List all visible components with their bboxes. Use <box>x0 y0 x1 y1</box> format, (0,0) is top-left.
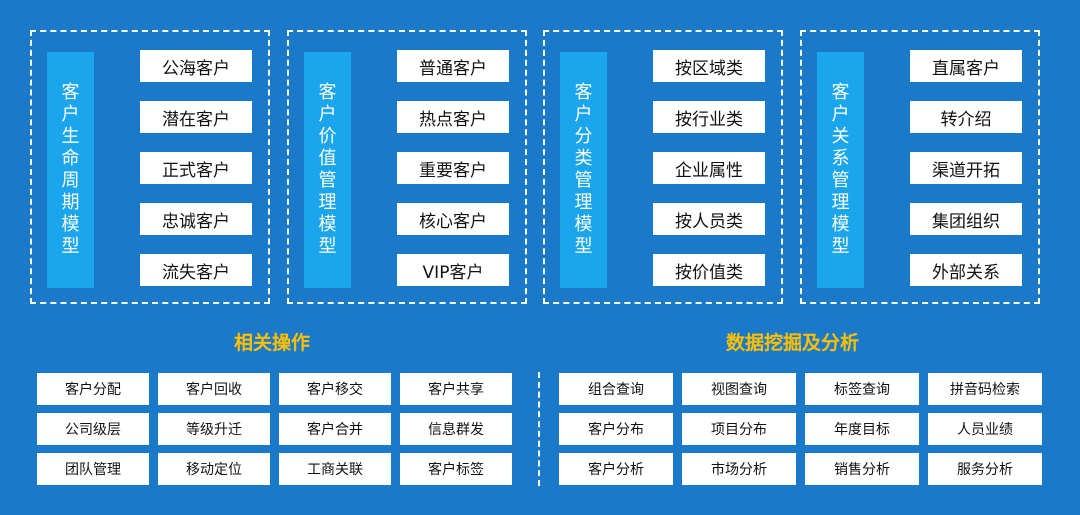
analysis-button[interactable]: 客户分析 <box>559 453 673 485</box>
analysis-button[interactable]: 标签查询 <box>805 373 919 405</box>
operation-button[interactable]: 客户回收 <box>158 373 270 405</box>
operation-button[interactable]: 移动定位 <box>158 453 270 485</box>
operation-button[interactable]: 等级升迁 <box>158 413 270 445</box>
model-item[interactable]: 按价值类 <box>653 254 765 286</box>
model-item[interactable]: 忠诚客户 <box>140 203 252 235</box>
panel-title: 客户分类管理模型 <box>574 82 593 257</box>
panel-title-box: 客户价值管理模型 <box>304 52 351 288</box>
analysis-button[interactable]: 人员业绩 <box>928 413 1042 445</box>
model-item[interactable]: 外部关系 <box>910 254 1022 286</box>
operation-button[interactable]: 客户共享 <box>400 373 512 405</box>
model-item[interactable]: 按人员类 <box>653 203 765 235</box>
model-item[interactable]: 普通客户 <box>397 50 509 82</box>
model-item[interactable]: 按区域类 <box>653 50 765 82</box>
analysis-button[interactable]: 项目分布 <box>682 413 796 445</box>
operation-button[interactable]: 工商关联 <box>279 453 391 485</box>
analysis-button[interactable]: 年度目标 <box>805 413 919 445</box>
model-item[interactable]: 直属客户 <box>910 50 1022 82</box>
model-item[interactable]: 正式客户 <box>140 152 252 184</box>
operations-grid: 客户分配 客户回收 客户移交 客户共享 公司级层 等级升迁 客户合并 信息群发 … <box>37 373 512 485</box>
analysis-button[interactable]: 市场分析 <box>682 453 796 485</box>
panel-title-box: 客户分类管理模型 <box>560 52 607 288</box>
analysis-button[interactable]: 客户分布 <box>559 413 673 445</box>
model-item[interactable]: 渠道开拓 <box>910 152 1022 184</box>
operation-button[interactable]: 客户分配 <box>37 373 149 405</box>
analysis-button[interactable]: 拼音码检索 <box>928 373 1042 405</box>
section-divider <box>538 372 540 486</box>
panel-lifecycle: 客户生命周期模型 公海客户 潜在客户 正式客户 忠诚客户 流失客户 <box>30 30 270 304</box>
model-item[interactable]: 流失客户 <box>140 254 252 286</box>
operation-button[interactable]: 客户标签 <box>400 453 512 485</box>
operation-button[interactable]: 信息群发 <box>400 413 512 445</box>
panel-title: 客户生命周期模型 <box>61 82 80 257</box>
operation-button[interactable]: 客户移交 <box>279 373 391 405</box>
analysis-button[interactable]: 服务分析 <box>928 453 1042 485</box>
analysis-button[interactable]: 销售分析 <box>805 453 919 485</box>
panel-relationship: 客户关系管理模型 直属客户 转介绍 渠道开拓 集团组织 外部关系 <box>800 30 1040 304</box>
analysis-button[interactable]: 组合查询 <box>559 373 673 405</box>
model-item[interactable]: 热点客户 <box>397 101 509 133</box>
mining-title: 数据挖掘及分析 <box>726 332 860 354</box>
model-item[interactable]: 重要客户 <box>397 152 509 184</box>
mining-grid: 组合查询 视图查询 标签查询 拼音码检索 客户分布 项目分布 年度目标 人员业绩… <box>559 373 1042 485</box>
operation-button[interactable]: 团队管理 <box>37 453 149 485</box>
model-item[interactable]: VIP客户 <box>397 254 509 286</box>
model-item[interactable]: 潜在客户 <box>140 101 252 133</box>
model-item[interactable]: 按行业类 <box>653 101 765 133</box>
panel-value: 客户价值管理模型 普通客户 热点客户 重要客户 核心客户 VIP客户 <box>287 30 527 304</box>
model-item[interactable]: 转介绍 <box>910 101 1022 133</box>
operation-button[interactable]: 公司级层 <box>37 413 149 445</box>
panel-title-box: 客户生命周期模型 <box>47 52 94 288</box>
panel-title-box: 客户关系管理模型 <box>817 52 864 288</box>
operation-button[interactable]: 客户合并 <box>279 413 391 445</box>
operations-title: 相关操作 <box>234 332 311 354</box>
model-item[interactable]: 企业属性 <box>653 152 765 184</box>
panel-title: 客户关系管理模型 <box>831 82 850 257</box>
panel-classification: 客户分类管理模型 按区域类 按行业类 企业属性 按人员类 按价值类 <box>543 30 783 304</box>
model-item[interactable]: 核心客户 <box>397 203 509 235</box>
panel-title: 客户价值管理模型 <box>318 82 337 257</box>
model-item[interactable]: 集团组织 <box>910 203 1022 235</box>
analysis-button[interactable]: 视图查询 <box>682 373 796 405</box>
model-item[interactable]: 公海客户 <box>140 50 252 82</box>
